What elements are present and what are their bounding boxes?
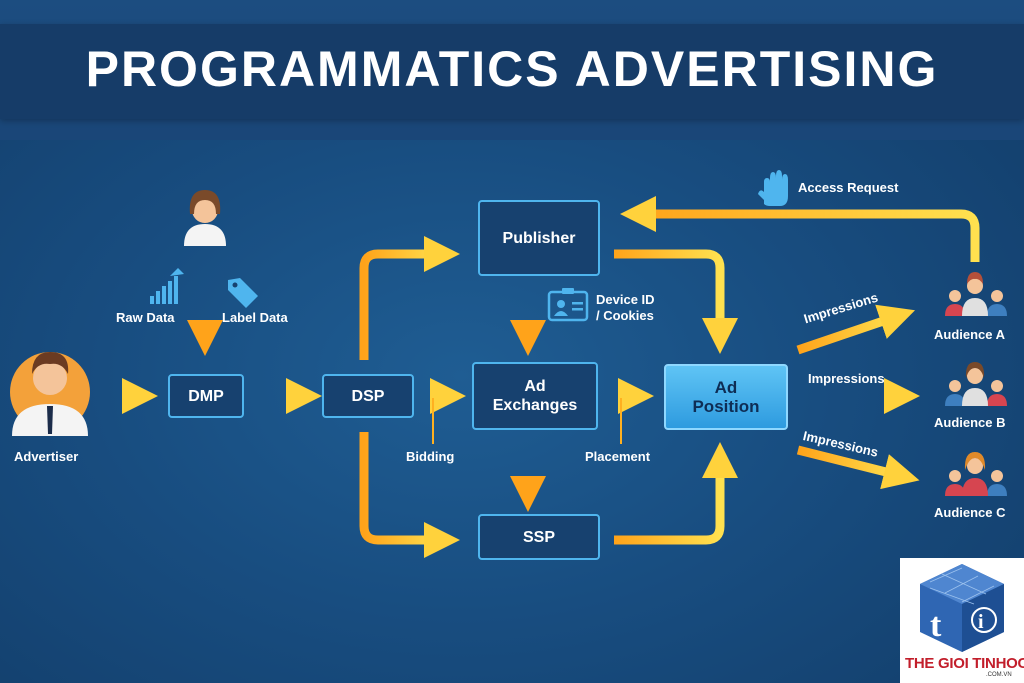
title-band [0,24,1024,119]
page-title: PROGRAMMATICS ADVERTISING [85,41,939,97]
arrow-publisher-adposition [614,249,738,354]
arrow-impressions-a [796,304,916,355]
placement-label: Placement [585,449,651,464]
label-data-label: Label Data [222,310,288,325]
device-id-label: Device ID/ Cookies [596,292,655,323]
bidding-label: Bidding [406,449,455,464]
svg-text:i: i [978,611,984,633]
cube-logo-icon: t i [920,564,1004,652]
brand-domain: .COM.VN [986,672,1012,678]
ssp-node: SSP [478,514,600,560]
arrow-access-request [620,196,980,262]
audience-a-label: Audience A [934,327,1006,342]
svg-text:t: t [930,607,942,644]
dmp-node: DMP [168,374,244,418]
audience-b-label: Audience B [934,415,1006,430]
hand-stop-icon [758,170,788,206]
impressions-b-label: Impressions [808,371,885,386]
audience-c-label: Audience C [934,505,1006,520]
audience-c-icon [945,452,1007,496]
brand-logo: t i THE GIOI TINHOC .COM.VN [900,558,1024,683]
arrow-dsp-publisher [359,236,460,360]
audience-b-icon [945,362,1007,406]
arrow-ssp-adposition [614,442,738,545]
bar-chart-icon [150,268,184,304]
access-request-label: Access Request [798,180,899,195]
audience-a-icon [945,272,1007,316]
tag-icon [228,278,258,308]
publisher-node: Publisher [478,200,600,276]
id-card-icon [547,288,589,322]
arrow-impressions-c [796,445,920,490]
advertiser-label: Advertiser [14,449,79,464]
dsp-node: DSP [322,374,414,418]
arrow-dsp-ssp [359,432,460,558]
data-provider-icon [184,190,226,246]
brand-text: THE GIOI TINHOC [905,655,1024,672]
advertiser-icon [10,352,90,436]
raw-data-label: Raw Data [116,310,175,325]
